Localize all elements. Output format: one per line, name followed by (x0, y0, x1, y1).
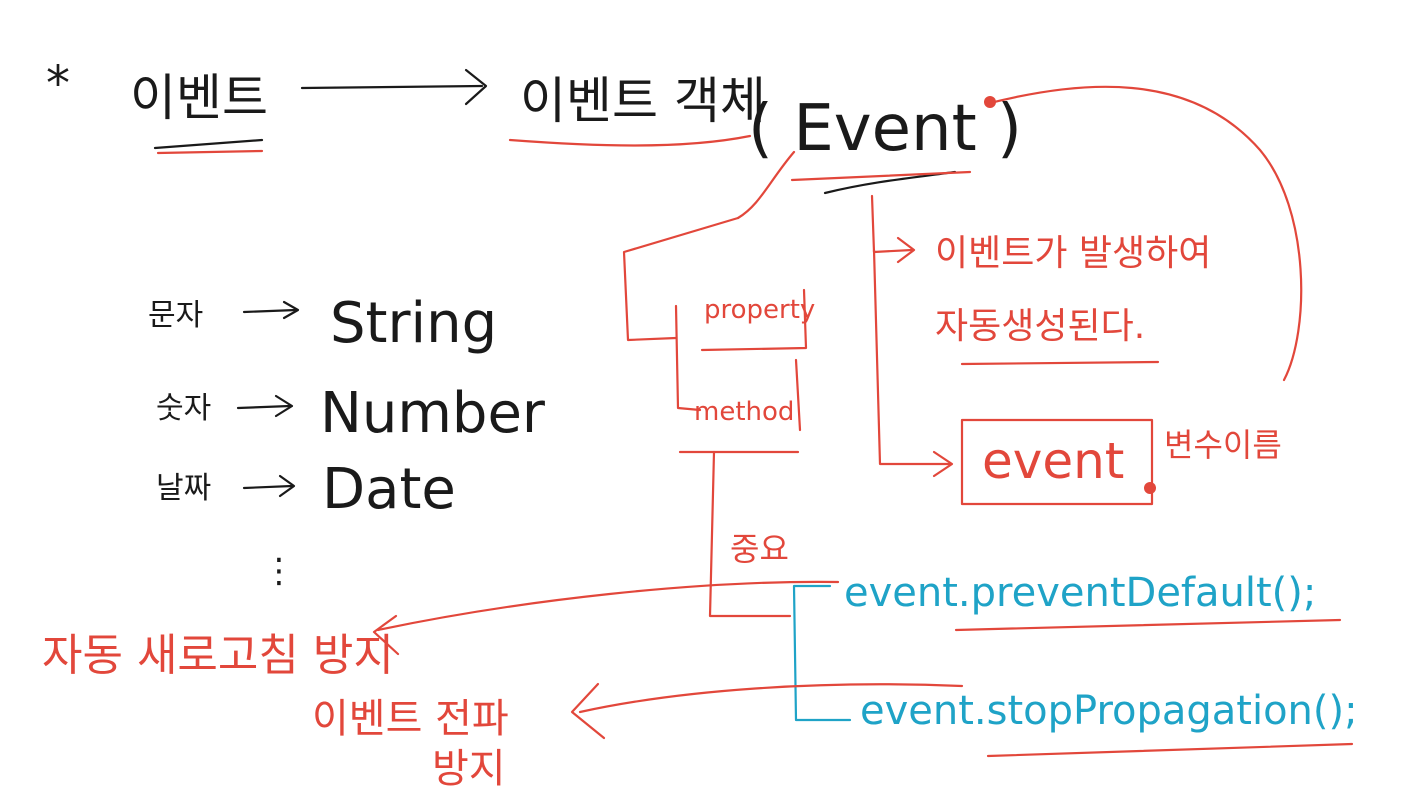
type-name-string: String (330, 291, 497, 356)
param-name: event (982, 432, 1124, 490)
param-arrowhead (932, 450, 954, 478)
event-term: 이벤트 (130, 69, 268, 127)
property-box (700, 288, 808, 352)
param-dot (1144, 482, 1156, 494)
event-to-members-line (736, 150, 796, 220)
event-link-dot (984, 96, 996, 108)
type-arrowhead (278, 474, 296, 498)
event-underline (153, 138, 264, 150)
types-list: 문자 String 숫자 Number 날짜 Date ⋮ (148, 291, 546, 591)
type-label-date: 날짜 (156, 471, 211, 506)
param-box (960, 418, 1154, 506)
type-label-string: 문자 (148, 298, 203, 333)
param-branch (872, 248, 952, 466)
auto-created-underline (960, 360, 1160, 366)
method-box (794, 358, 802, 432)
methods-bracket (792, 584, 852, 722)
member-method: method (694, 397, 794, 427)
type-name-date: Date (322, 457, 456, 522)
prevent-underline (954, 618, 1342, 632)
method-branch (708, 450, 792, 618)
event-class-term: ( Event ) (748, 92, 1022, 166)
prevent-effect-arrow (376, 580, 840, 632)
effect-stop-line2: 방지 (432, 746, 506, 792)
type-label-number: 숫자 (156, 391, 211, 426)
type-arrow (242, 484, 294, 490)
stop-effect-arrow (578, 683, 964, 714)
auto-arrowhead (896, 236, 916, 264)
type-arrow (236, 404, 292, 410)
event-link-arc (984, 85, 1303, 382)
effect-stop-line1: 이벤트 전파 (312, 696, 509, 742)
important-note: 중요 (730, 530, 789, 568)
type-name-number: Number (320, 381, 546, 446)
method-prevent-default: event.preventDefault(); (844, 570, 1316, 616)
event-class-underline-red (790, 170, 972, 182)
stop-effect-arrowhead (570, 682, 606, 740)
member-property: property (704, 295, 815, 325)
type-arrow (242, 308, 298, 314)
members-inner-bracket (674, 304, 702, 412)
types-ellipsis: ⋮ (262, 551, 296, 591)
type-arrowhead (274, 394, 294, 418)
event-object-term: 이벤트 객체 (520, 72, 766, 130)
header-arrow (300, 84, 484, 90)
stop-underline (986, 742, 1354, 758)
method-stop-propagation: event.stopPropagation(); (860, 688, 1358, 734)
auto-created-line2: 자동생성된다. (935, 306, 1145, 347)
members-bracket (622, 216, 740, 342)
event-object-underline (508, 134, 752, 147)
param-name-suffix: 변수이름 (1164, 426, 1282, 464)
auto-created-line1: 이벤트가 발생하여 (935, 233, 1211, 274)
event-underline-red (156, 149, 264, 155)
prevent-effect-arrowhead (372, 614, 400, 656)
type-arrowhead (282, 300, 300, 320)
star-bullet: * (46, 56, 70, 112)
header-arrowhead (464, 68, 488, 106)
effect-prevent: 자동 새로고침 방지 (42, 630, 394, 681)
